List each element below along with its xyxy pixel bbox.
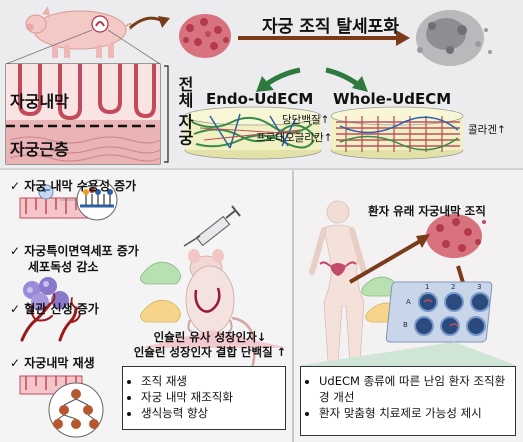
growth-factor-text: 인슐린 유사 성장인자↓ 인슐린 성장인자 결합 단백질 ↑ bbox=[126, 330, 294, 360]
patient-body-icon bbox=[309, 200, 367, 363]
immune-cells-icon bbox=[23, 277, 69, 311]
vertical-divider bbox=[292, 170, 294, 442]
outcome-item: 자궁 내막 재조직화 bbox=[141, 389, 285, 405]
blood-vessel-icon bbox=[20, 293, 81, 342]
native-tissue-icon bbox=[179, 14, 231, 58]
patient-tissue-icon bbox=[426, 214, 486, 258]
check-cytotoxicity: 세포독성 감소 bbox=[28, 260, 99, 274]
arrow-to-whole bbox=[325, 67, 362, 89]
patient-tissue-label: 환자 유래 자궁내막 조직 bbox=[368, 204, 486, 218]
plate-row-a: A bbox=[406, 298, 411, 306]
top-illustrations bbox=[5, 6, 492, 165]
green-wedge bbox=[296, 342, 518, 366]
syringe-icon bbox=[183, 205, 241, 247]
regeneration-tissue-icon bbox=[19, 375, 104, 438]
decellularization-title: 자궁 조직 탈세포화 bbox=[262, 17, 399, 37]
glycoprotein-note: 당단백질↑ bbox=[282, 114, 330, 126]
mouse-icon bbox=[185, 249, 256, 384]
receptivity-tissue-icon bbox=[19, 179, 118, 221]
plate-col-3: 3 bbox=[477, 283, 482, 291]
outcome-item: 조직 재생 bbox=[141, 373, 285, 389]
uterine-tissue-section bbox=[5, 63, 161, 165]
outcome-item: 환자 맞춤형 치료제로 가능성 제시 bbox=[319, 405, 511, 421]
outcome-item: 생식능력 향상 bbox=[141, 405, 285, 421]
arrow-to-tissue bbox=[129, 16, 165, 30]
whole-udecm-title: Whole-UdECM bbox=[333, 90, 452, 108]
horizontal-divider bbox=[0, 168, 523, 170]
endo-scaffold-icon bbox=[184, 106, 322, 160]
collagen-note: 콜라겐↑ bbox=[468, 124, 506, 136]
whole-uterus-bracket bbox=[164, 65, 169, 163]
myometrium-label: 자궁근층 bbox=[10, 140, 69, 159]
well-plate-icon bbox=[385, 281, 493, 343]
check-regeneration: ✓ 자궁내막 재생 bbox=[10, 356, 95, 370]
check-angiogenesis: ✓ 혈관 신생 증가 bbox=[10, 302, 99, 316]
pig-icon bbox=[25, 6, 133, 58]
plate-row-b: B bbox=[403, 321, 408, 329]
check-receptivity: ✓ 자궁 내막 수용성 증가 bbox=[10, 179, 137, 193]
whole-hydrogel-icon bbox=[140, 299, 181, 323]
check-immune: ✓ 자궁특이면역세포 증가 bbox=[10, 244, 139, 258]
bottom-left-illustrations bbox=[19, 179, 288, 438]
bottom-right-illustrations bbox=[296, 200, 518, 366]
endometrium-label: 자궁내막 bbox=[10, 92, 69, 111]
plate-col-2: 2 bbox=[451, 283, 456, 291]
endo-hydrogel-icon bbox=[140, 261, 181, 285]
arrow-to-endo bbox=[262, 67, 301, 89]
zoom-line-left bbox=[5, 29, 93, 65]
arrow-to-patient-tissue bbox=[348, 238, 424, 284]
zoom-line-right bbox=[107, 29, 161, 65]
growth-factor-line-1: 인슐린 유사 성장인자↓ bbox=[153, 330, 267, 344]
mouse-outcomes-box: 조직 재생 자궁 내막 재조직화 생식능력 향상 bbox=[122, 366, 286, 430]
decellularized-tissue-icon bbox=[416, 10, 492, 66]
pink-wedge bbox=[140, 330, 288, 348]
endo-udecm-title: Endo-UdECM bbox=[206, 90, 314, 108]
whole-scaffold-icon bbox=[330, 106, 464, 160]
patient-outcomes-box: UdECM 종류에 따른 난임 환자 조직환경 개선 환자 맞춤형 치료제로 가… bbox=[300, 366, 516, 436]
whole-uterus-label: 전체 자궁 bbox=[175, 76, 194, 146]
outcome-item: UdECM 종류에 따른 난임 환자 조직환경 개선 bbox=[319, 373, 511, 405]
proteoglycan-note: 프로테오글리칸↑ bbox=[256, 132, 333, 144]
plate-col-1: 1 bbox=[425, 283, 430, 291]
growth-factor-line-2: 인슐린 성장인자 결합 단백질 ↑ bbox=[133, 345, 287, 359]
